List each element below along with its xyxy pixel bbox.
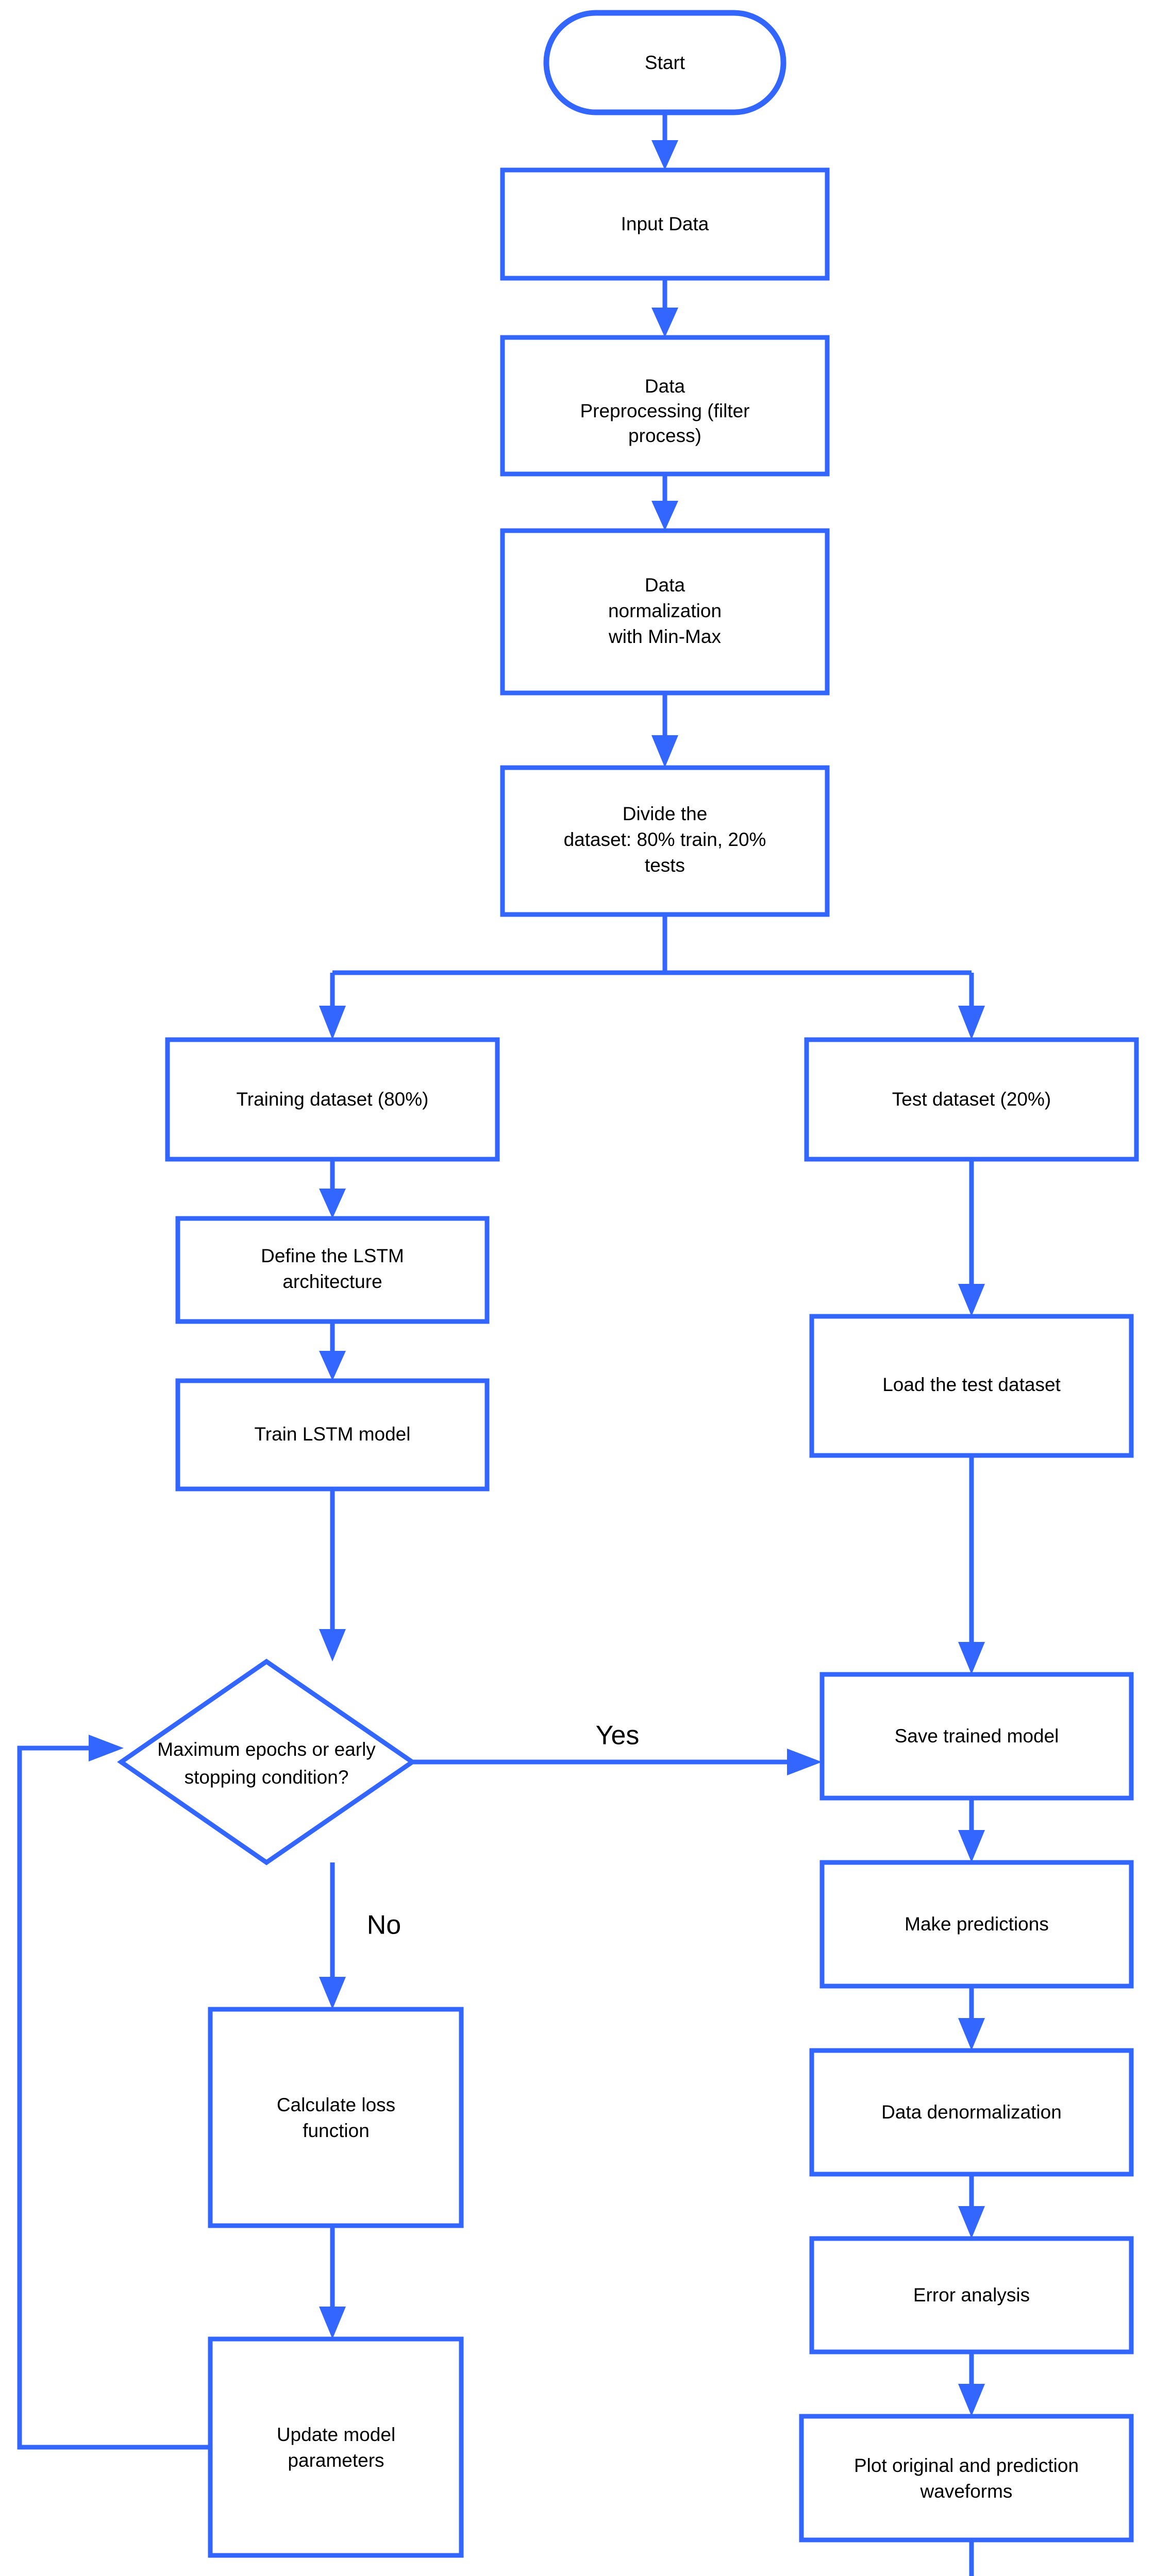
- node-data-denormalization[interactable]: Data denormalization: [809, 2048, 1134, 2177]
- node-data-preprocessing-label-line3: process): [628, 425, 701, 446]
- edge-update-params-loopback-to-decision: [17, 1735, 210, 2450]
- node-train-lstm-model[interactable]: Train LSTM model: [175, 1378, 490, 1492]
- node-define-lstm-label-line2: architecture: [282, 1271, 382, 1292]
- node-data-normalization[interactable]: Data normalization with Min-Max: [500, 528, 830, 696]
- node-start[interactable]: Start: [543, 10, 786, 115]
- node-make-predictions-label: Make predictions: [905, 1913, 1049, 1935]
- edge-training-to-define-lstm: [319, 1159, 346, 1218]
- edge-save-model-to-make-predictions: [958, 1798, 985, 1862]
- node-update-params-label-line1: Update model: [277, 2424, 395, 2445]
- edge-normalization-to-divide: [651, 693, 678, 768]
- node-divide-dataset-label-line2: dataset: 80% train, 20%: [564, 829, 766, 850]
- edge-plot-to-end: [969, 2540, 974, 2576]
- node-test-dataset-label: Test dataset (20%): [892, 1089, 1051, 1110]
- edge-denormalization-to-error-analysis: [958, 2174, 985, 2239]
- node-update-model-parameters[interactable]: Update model parameters: [208, 2336, 464, 2558]
- node-load-test-dataset-label: Load the test dataset: [882, 1374, 1061, 1395]
- node-input-data[interactable]: Input Data: [500, 167, 830, 281]
- edge-define-lstm-to-train-lstm: [319, 1321, 346, 1381]
- edge-start-to-input-data: [651, 112, 678, 170]
- edge-label-yes: Yes: [596, 1721, 640, 1751]
- edge-label-no: No: [367, 1910, 401, 1940]
- edge-make-predictions-to-denormalization: [958, 1986, 985, 2050]
- node-data-normalization-label-line1: Data: [645, 574, 685, 596]
- edge-divide-split-bus: [319, 914, 985, 1040]
- edge-load-test-to-save-model: [958, 1455, 985, 1674]
- node-make-predictions[interactable]: Make predictions: [819, 1860, 1134, 1989]
- edge-decision-yes-to-save-model: [412, 1749, 822, 1775]
- edge-decision-no-to-calculate-loss: [319, 1862, 346, 2009]
- node-start-label: Start: [645, 52, 685, 73]
- node-error-analysis[interactable]: Error analysis: [809, 2236, 1134, 2354]
- node-load-test-dataset[interactable]: Load the test dataset: [809, 1314, 1134, 1458]
- node-train-lstm-model-label: Train LSTM model: [255, 1423, 411, 1445]
- node-input-data-label: Input Data: [621, 213, 709, 234]
- node-plot-waveforms[interactable]: Plot original and prediction waveforms: [799, 2414, 1134, 2543]
- node-calculate-loss-label-line2: function: [303, 2120, 370, 2141]
- edge-preprocessing-to-normalization: [651, 474, 678, 531]
- node-update-params-label-line2: parameters: [288, 2450, 384, 2471]
- node-data-normalization-label-line3: with Min-Max: [608, 626, 721, 647]
- node-decision-label-line2: stopping condition?: [185, 1767, 349, 1788]
- edge-input-data-to-preprocessing: [651, 278, 678, 337]
- edge-test-dataset-to-load-test: [958, 1159, 985, 1316]
- node-calculate-loss-label-line1: Calculate loss: [277, 2094, 395, 2115]
- node-divide-dataset[interactable]: Divide the dataset: 80% train, 20% tests: [500, 765, 830, 917]
- node-test-dataset[interactable]: Test dataset (20%): [804, 1037, 1139, 1162]
- node-calculate-loss-function[interactable]: Calculate loss function: [208, 2007, 464, 2228]
- node-save-trained-model-label: Save trained model: [895, 1725, 1059, 1747]
- node-plot-waveforms-label-line1: Plot original and prediction: [854, 2455, 1079, 2476]
- node-data-preprocessing-label-line2: Preprocessing (filter: [580, 400, 749, 421]
- edge-calculate-loss-to-update-params: [319, 2226, 346, 2339]
- node-data-denormalization-label: Data denormalization: [881, 2102, 1062, 2123]
- node-data-preprocessing-label-line1: Data: [645, 376, 685, 397]
- node-save-trained-model[interactable]: Save trained model: [819, 1672, 1134, 1801]
- node-data-normalization-label-line2: normalization: [608, 600, 722, 621]
- edge-error-analysis-to-plot: [958, 2352, 985, 2416]
- node-training-dataset-label: Training dataset (80%): [237, 1089, 429, 1110]
- node-divide-dataset-label-line1: Divide the: [623, 803, 708, 824]
- node-divide-dataset-label-line3: tests: [645, 855, 685, 876]
- node-plot-waveforms-label-line2: waveforms: [920, 2481, 1013, 2502]
- node-decision-label-line1: Maximum epochs or early: [157, 1739, 376, 1760]
- node-error-analysis-label: Error analysis: [913, 2284, 1030, 2306]
- node-define-lstm-architecture[interactable]: Define the LSTM architecture: [175, 1216, 490, 1324]
- node-training-dataset[interactable]: Training dataset (80%): [165, 1037, 500, 1162]
- edge-train-lstm-to-decision: [319, 1489, 346, 1662]
- node-define-lstm-label-line1: Define the LSTM: [261, 1245, 404, 1266]
- node-data-preprocessing[interactable]: Data Preprocessing (filter process): [500, 335, 830, 477]
- node-decision-stopping-condition[interactable]: Maximum epochs or early stopping conditi…: [117, 1658, 416, 1866]
